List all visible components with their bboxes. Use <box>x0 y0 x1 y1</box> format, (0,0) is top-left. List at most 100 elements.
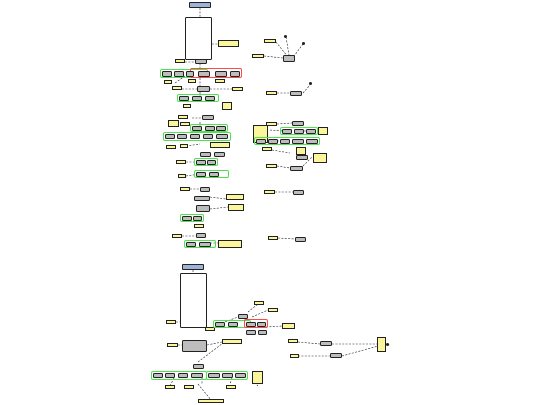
note-node <box>228 204 244 211</box>
process-node <box>320 341 332 346</box>
process-node <box>182 340 207 352</box>
note-node <box>166 145 176 149</box>
terminal-node <box>309 82 312 85</box>
green-highlight-group <box>163 132 231 141</box>
process-node <box>238 314 248 319</box>
note-node <box>205 327 215 331</box>
green-highlight-group <box>194 170 229 178</box>
process-node <box>330 353 342 358</box>
process-node <box>290 166 303 171</box>
process-node <box>196 172 206 177</box>
green-highlight-group <box>194 158 218 166</box>
bottom-end-box <box>198 399 224 403</box>
process-node <box>195 59 207 64</box>
process-node <box>192 126 202 131</box>
note-node <box>165 385 175 389</box>
note-node <box>215 79 225 83</box>
process-node <box>257 322 266 327</box>
process-node <box>235 373 246 378</box>
process-node <box>294 129 304 134</box>
green-highlight-group <box>206 371 248 380</box>
note-node <box>266 91 277 95</box>
note-node <box>180 122 190 126</box>
process-node <box>193 364 204 369</box>
process-node <box>292 139 304 144</box>
note-node <box>252 371 263 384</box>
note-node <box>268 236 278 240</box>
process-node <box>216 134 228 139</box>
note-node <box>194 224 204 228</box>
note-node <box>167 343 178 347</box>
process-node <box>256 139 266 144</box>
terminal-node <box>284 35 287 38</box>
note-node <box>222 102 232 110</box>
top-header-node <box>189 2 211 8</box>
process-node <box>191 373 203 378</box>
process-node <box>207 160 216 165</box>
process-node <box>202 115 214 120</box>
green-highlight-group <box>180 214 204 222</box>
note-node <box>218 40 239 47</box>
process-node <box>205 96 215 101</box>
note-node <box>226 194 244 200</box>
note-node <box>180 187 190 191</box>
green-highlight-group <box>184 240 216 248</box>
green-highlight-group <box>254 137 320 145</box>
note-node <box>318 127 328 135</box>
note-node <box>166 320 176 324</box>
note-node <box>172 86 182 90</box>
process-node <box>182 216 192 221</box>
process-node <box>228 322 238 327</box>
note-node <box>210 142 230 148</box>
process-node <box>200 152 211 157</box>
process-node <box>209 172 219 177</box>
note-node <box>172 234 182 238</box>
note-node <box>168 120 179 127</box>
process-node <box>165 373 175 378</box>
process-node <box>199 242 211 247</box>
terminal-node <box>386 343 389 346</box>
process-node <box>306 129 316 134</box>
process-node <box>186 242 196 247</box>
bottom-text-block <box>180 273 207 328</box>
process-node <box>165 134 175 139</box>
terminal-node <box>302 42 305 45</box>
process-node <box>222 373 233 378</box>
note-node <box>268 308 278 312</box>
process-node <box>192 96 202 101</box>
note-node <box>262 147 272 151</box>
note-node <box>296 147 306 155</box>
process-node <box>190 134 200 139</box>
note-node <box>290 354 299 358</box>
process-node <box>200 187 210 192</box>
note-node <box>288 339 298 343</box>
process-node <box>186 71 194 77</box>
process-node <box>258 330 267 335</box>
note-node <box>313 153 327 163</box>
process-node <box>197 86 210 92</box>
note-node <box>175 59 185 63</box>
note-node <box>254 301 264 305</box>
process-node <box>230 71 240 77</box>
process-node <box>283 55 295 62</box>
process-node <box>162 71 172 77</box>
process-node <box>194 196 210 201</box>
process-node <box>282 129 292 134</box>
note-node <box>180 144 188 148</box>
note-node <box>266 164 277 168</box>
process-node <box>196 205 210 212</box>
note-node <box>232 87 243 91</box>
process-node <box>215 322 225 327</box>
top-text-block <box>185 17 212 60</box>
process-node <box>296 155 308 160</box>
process-node <box>246 330 256 335</box>
process-node <box>177 134 187 139</box>
green-highlight-group <box>177 94 219 102</box>
note-node <box>226 385 236 389</box>
process-node <box>196 160 206 165</box>
process-node <box>306 139 318 144</box>
process-node <box>268 139 278 144</box>
note-node <box>218 240 242 248</box>
